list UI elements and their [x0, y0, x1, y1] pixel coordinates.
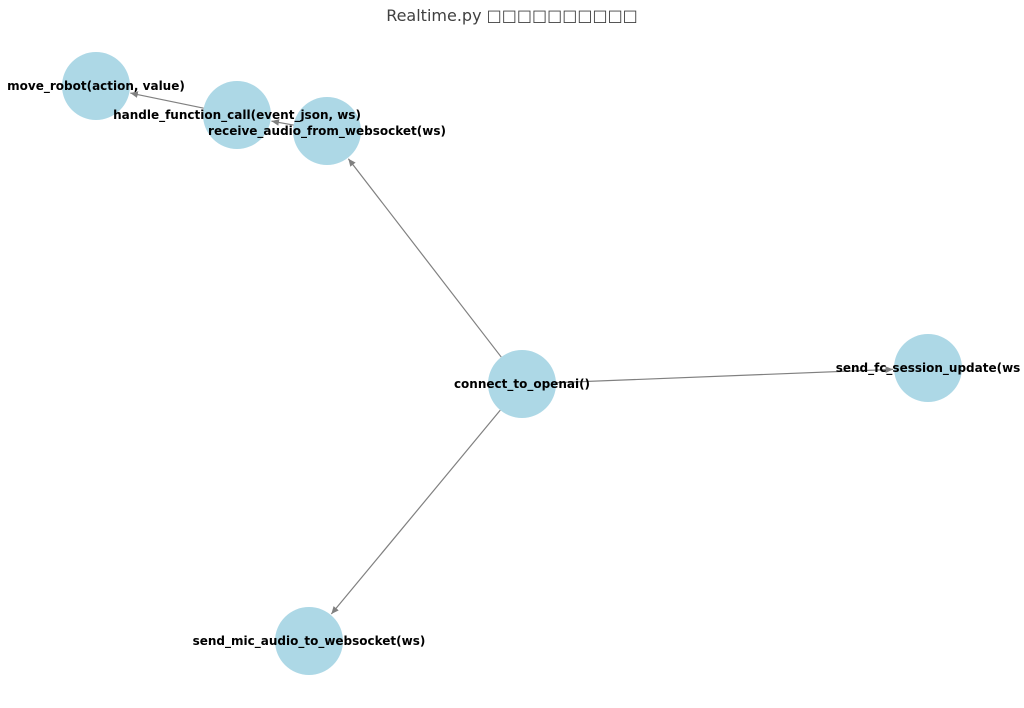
edge-connect_to_openai-to-send_mic_audio — [330, 409, 501, 615]
node-send_mic_audio — [275, 607, 343, 675]
node-label-connect_to_openai: connect_to_openai() — [454, 377, 590, 392]
node-connect_to_openai — [488, 350, 556, 418]
edge-receive_audio-to-handle_function_call — [271, 119, 294, 126]
edge-handle_function_call-to-move_robot — [130, 91, 204, 109]
diagram-title: Realtime.py □□□□□□□□□□ — [386, 6, 638, 25]
node-send_fc_session_update — [894, 334, 962, 402]
node-receive_audio — [293, 97, 361, 165]
node-handle_function_call — [203, 81, 271, 149]
labels-layer: move_robot(action, value) handle_function… — [7, 79, 1020, 649]
node-label-move_robot: move_robot(action, value) — [7, 79, 185, 94]
node-label-send_fc_session_update: send_fc_session_update(ws — [836, 361, 1021, 376]
edges-layer — [130, 91, 894, 615]
node-label-send_mic_audio: send_mic_audio_to_websocket(ws) — [193, 634, 426, 649]
node-label-receive_audio: receive_audio_from_websocket(ws) — [208, 124, 446, 139]
node-label-handle_function_call: handle_function_call(event_json, ws) — [113, 108, 361, 123]
edge-connect_to_openai-to-receive_audio — [347, 158, 502, 358]
node-move_robot — [62, 52, 130, 120]
edge-connect_to_openai-to-send_fc_session_update — [555, 366, 894, 384]
nodes-layer — [62, 52, 962, 675]
